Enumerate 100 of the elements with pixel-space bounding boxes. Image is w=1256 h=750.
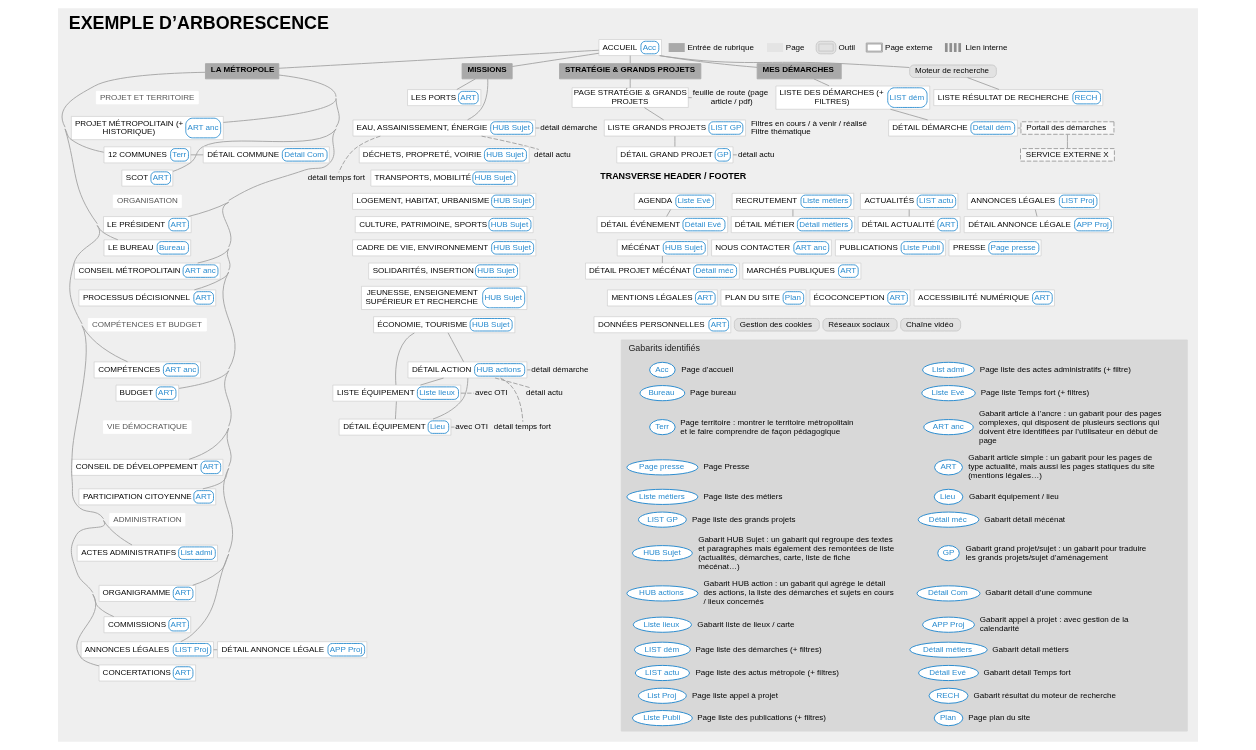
node-ellipse: Liste Publi xyxy=(631,710,693,727)
node-ellipse: LIST actu xyxy=(634,664,690,682)
node-ellipse: Acc xyxy=(649,361,676,378)
connector xyxy=(222,74,337,123)
node-ellipse: List admi xyxy=(922,361,975,378)
node-text: détail actu xyxy=(737,149,775,159)
connector xyxy=(178,271,236,389)
connector xyxy=(197,201,232,264)
node-ellipse: LIST GP xyxy=(638,511,687,528)
connector xyxy=(526,369,531,371)
connector xyxy=(813,78,830,87)
connector xyxy=(190,154,204,156)
legend-label: Outil xyxy=(838,42,856,52)
node-ellipse: Détail méc xyxy=(917,511,980,528)
node-ellipse: APP Proj xyxy=(922,616,975,633)
connector xyxy=(658,55,910,68)
node-label: Gabarit résultat du moteur de recherche xyxy=(973,690,1116,700)
node-label: Page Presse xyxy=(703,462,750,472)
connector xyxy=(394,401,397,420)
node-label: Gabarit détail mécénat xyxy=(984,514,1066,524)
connector xyxy=(908,209,910,217)
node-label: Page liste des actus métropole (+ filtres) xyxy=(695,667,839,677)
connector xyxy=(456,78,476,90)
connector xyxy=(187,128,337,217)
node-text: détail actu xyxy=(534,149,571,159)
connector xyxy=(629,55,631,64)
legend-label: Page externe xyxy=(885,42,933,52)
node-box: Chaîne vidéo xyxy=(900,318,962,332)
connector xyxy=(629,78,631,89)
connector xyxy=(661,255,663,264)
connector xyxy=(172,98,340,172)
connector xyxy=(674,135,676,147)
diagram-title: EXEMPLE D’ARBORESCENCE xyxy=(68,12,329,33)
node-label: Page territoire : montrer le territoire métropolitain et le faire comprendre de façon pédagogique xyxy=(680,417,854,436)
connector xyxy=(535,127,540,129)
legend-label: Lien interne xyxy=(965,42,1008,52)
connector xyxy=(92,593,115,618)
node-box: SERVICE EXTERNE X xyxy=(1020,148,1115,162)
node-label: Page d’accueil xyxy=(681,364,734,374)
node-text: détail démarche xyxy=(540,122,598,132)
node-box: COMPÉTENCES ET BUDGET xyxy=(87,318,207,332)
node-ellipse: Terr xyxy=(649,419,676,436)
node-ellipse: Page presse xyxy=(626,459,699,476)
node-ellipse: Liste lieux xyxy=(632,616,692,633)
connector xyxy=(395,332,415,386)
node-label: Filtre thématique xyxy=(750,127,811,137)
connector xyxy=(687,97,693,98)
node-ellipse: Détail métiers xyxy=(909,641,988,658)
node-ellipse: Lieu xyxy=(933,488,964,505)
node-label: Gabarit équipement / lieu xyxy=(969,491,1059,501)
node-label: Page liste des publications (+ filtres) xyxy=(697,713,827,723)
connector xyxy=(1067,134,1068,149)
connector xyxy=(450,426,455,428)
label: TRANSVERSE HEADER / FOOTER xyxy=(600,171,747,182)
node-label: Gabarit HUB action : un gabarit qui agrège le détail des actions, la liste des démarches et sujets en cours / lieux concernés xyxy=(703,579,894,607)
node-ellipse: Détail Com xyxy=(916,585,981,602)
connector xyxy=(792,209,794,217)
connector xyxy=(420,377,444,386)
connector xyxy=(103,520,133,546)
node-label: Gabarit détail Temps fort xyxy=(983,667,1071,677)
node-ellipse: Détail Evé xyxy=(918,664,979,682)
legend-label: Page xyxy=(785,42,805,52)
node-box: Portail des démarches xyxy=(1020,121,1115,135)
node-label: Gabarit grand projet/sujet : un gabarit pour traduire les grands projets/sujet d’aménagement xyxy=(965,543,1147,562)
node-label: Filtres en cours / à venir / réalisé xyxy=(750,118,867,128)
connector xyxy=(643,107,665,121)
node-ellipse: LIST dém xyxy=(633,641,691,658)
node-label: Page plan du site xyxy=(968,713,1031,723)
node-ellipse: List Proj xyxy=(638,687,687,704)
node-box: STRATÉGIE & GRANDS PROJETS xyxy=(559,63,702,80)
connector xyxy=(96,225,119,241)
node-text: détail actu xyxy=(526,388,563,398)
node-ellipse: Plan xyxy=(933,710,964,727)
legend-label: Entrée de rubrique xyxy=(687,42,754,52)
node-label: Page liste des actes administratifs (+ filtre) xyxy=(979,364,1131,374)
connector xyxy=(666,209,672,217)
node-box: Moteur de recherche xyxy=(909,64,997,78)
connector xyxy=(494,377,531,389)
connector xyxy=(64,128,105,153)
node-label: Gabarit détail d’une commune xyxy=(985,588,1093,598)
node-label: Page liste des démarches (+ filtres) xyxy=(695,644,822,654)
node-box: Réseaux sociaux xyxy=(822,318,898,332)
node-text: avec OTI xyxy=(475,388,508,398)
node-label: Gabarit article à l’ancre : un gabarit pour des pages complexes, qui disposent de plusieurs sections qui doivent être identifiées par l’utilisateur en début de page xyxy=(978,408,1162,445)
connector xyxy=(467,78,489,121)
node-box: PAGE STRATÉGIE & GRANDS PROJETS xyxy=(571,87,689,108)
connector xyxy=(192,467,233,586)
node-box: Gestion des cookies xyxy=(733,318,820,332)
node-ellipse: Liste Evé xyxy=(921,385,976,402)
node-ellipse: Liste métiers xyxy=(626,488,699,505)
node-label: Gabarit liste de lieux / carte xyxy=(697,619,795,629)
connector xyxy=(481,135,540,150)
node-ellipse: ART anc xyxy=(923,419,974,436)
connector xyxy=(732,154,738,156)
node-box: ADMINISTRATION xyxy=(109,512,186,527)
node-ellipse: Bureau xyxy=(639,385,686,402)
node-text: avec OTI xyxy=(455,422,488,432)
node-ellipse: HUB Sujet xyxy=(631,545,693,562)
node-label: Page bureau xyxy=(690,388,737,398)
node-label: Page liste des grands projets xyxy=(691,514,796,524)
